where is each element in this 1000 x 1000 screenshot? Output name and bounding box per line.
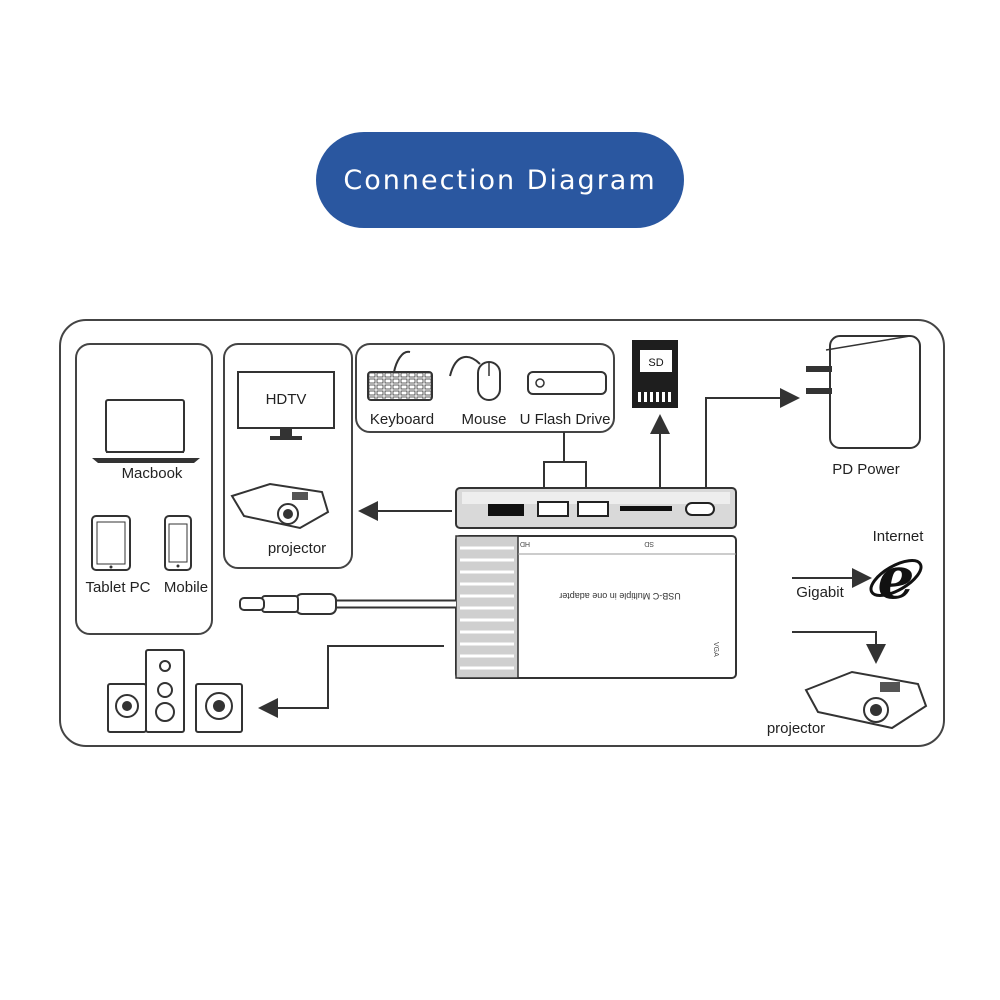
hdtv-label: HDTV xyxy=(266,391,307,408)
outer-frame xyxy=(59,319,945,747)
mouse-icon xyxy=(449,356,501,401)
flash-drive-label: U Flash Drive xyxy=(520,411,611,428)
gigabit-label: Gigabit xyxy=(796,584,844,601)
flash-drive-icon xyxy=(527,371,607,395)
mobile-label: Mobile xyxy=(164,579,208,596)
hub-port-hdmi-label: HD xyxy=(520,540,530,547)
hub-product-text: USB-C Multiple in one adapter xyxy=(559,591,681,601)
mobile-icon xyxy=(164,515,192,571)
tv-icon xyxy=(237,371,335,440)
display-devices-panel xyxy=(223,343,353,569)
usb-devices-panel xyxy=(355,343,615,433)
speakers-icon xyxy=(107,649,243,733)
diagram-title: Connection Diagram xyxy=(316,132,684,228)
projector-left-label: projector xyxy=(268,540,326,557)
pd-power-label: PD Power xyxy=(832,461,900,478)
laptop-icon xyxy=(92,399,200,463)
projector-icon xyxy=(804,670,928,730)
hub-port-sd-label: SD xyxy=(644,540,654,547)
connection-lines xyxy=(258,388,886,718)
sd-card-icon xyxy=(632,340,678,408)
internet-explorer-icon: e xyxy=(869,544,923,612)
host-devices-panel xyxy=(75,343,213,635)
tablet-icon xyxy=(91,515,131,571)
power-adapter-icon xyxy=(806,335,921,449)
svg-text:e: e xyxy=(878,544,915,612)
usb-c-hub-icon xyxy=(455,487,737,679)
sd-label: SD xyxy=(648,357,663,369)
projector-icon xyxy=(230,482,330,530)
tablet-label: Tablet PC xyxy=(85,579,150,596)
projector-right-label: projector xyxy=(767,720,825,737)
mouse-label: Mouse xyxy=(461,411,506,428)
usb-c-cable xyxy=(239,593,456,615)
internet-label: Internet xyxy=(873,528,925,545)
keyboard-icon xyxy=(367,350,433,401)
hub-port-vga-label: VGA xyxy=(712,642,719,657)
macbook-label: Macbook xyxy=(122,465,183,482)
keyboard-label: Keyboard xyxy=(370,411,434,428)
